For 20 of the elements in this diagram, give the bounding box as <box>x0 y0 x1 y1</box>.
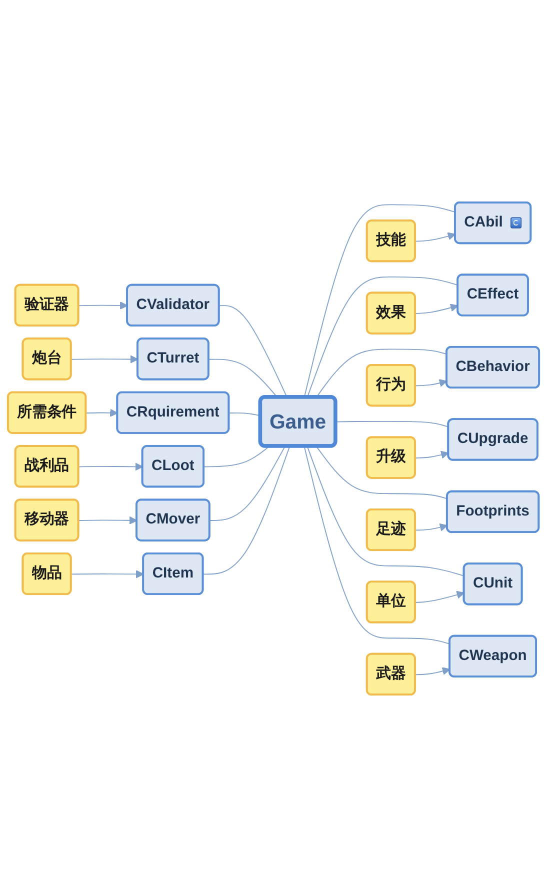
arrow <box>78 300 128 310</box>
connector <box>204 445 270 467</box>
connector <box>209 445 286 520</box>
connector <box>202 445 290 574</box>
arrow <box>414 232 456 242</box>
arrow <box>414 590 465 602</box>
connector <box>335 420 450 427</box>
arrow <box>78 462 144 470</box>
arrow <box>70 570 144 578</box>
connector <box>306 445 465 576</box>
arrow <box>70 354 138 363</box>
connector <box>304 445 450 644</box>
arrow <box>414 450 449 458</box>
arrow <box>414 522 448 531</box>
arrow <box>86 408 118 416</box>
arrow <box>414 303 458 314</box>
arrow <box>414 378 448 386</box>
connector <box>316 445 448 499</box>
arrow <box>414 666 450 675</box>
arrow <box>78 516 138 524</box>
